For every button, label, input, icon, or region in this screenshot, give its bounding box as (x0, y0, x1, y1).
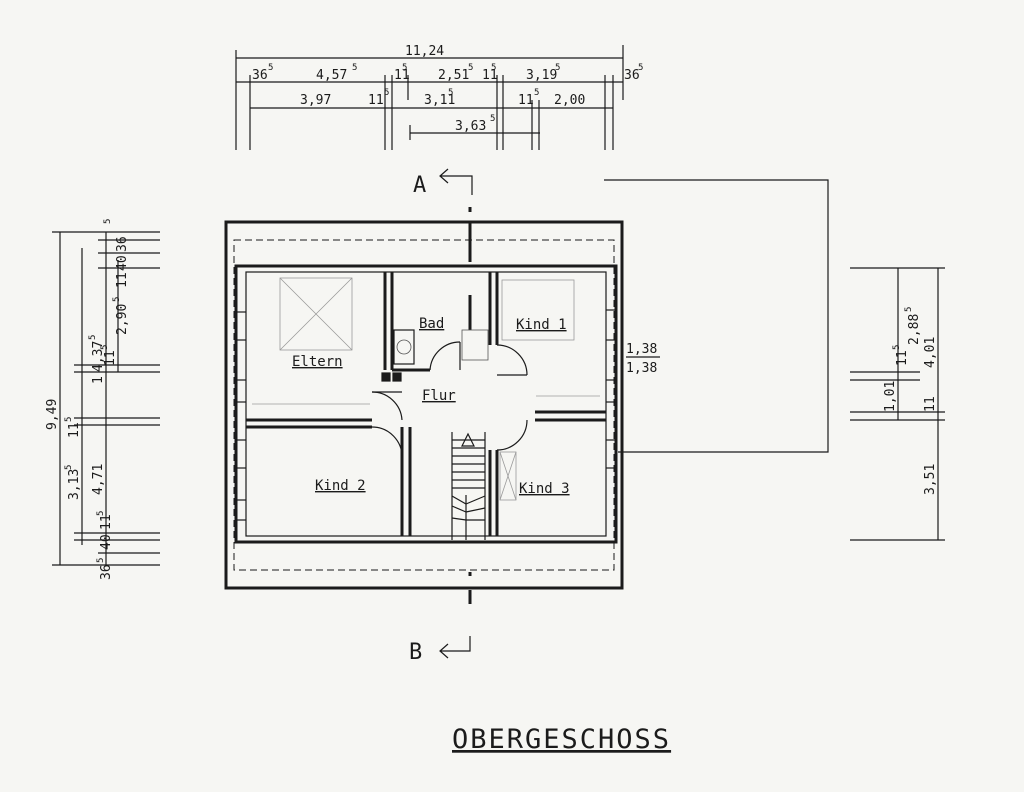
dim-right-c: 11 (895, 350, 910, 366)
door-swings (371, 341, 528, 459)
dim-top-r1-2: 11 (394, 68, 410, 83)
dim-left-d13: 36 (99, 564, 114, 580)
dim-left-d10-sup: 5 (103, 219, 113, 224)
dim-left-d7-sup: 5 (112, 297, 122, 302)
dim-left-d12-sup: 5 (96, 511, 106, 516)
dim-top-r2-2-sup: 5 (448, 88, 453, 98)
windows (236, 309, 616, 521)
roof-outline (224, 220, 624, 590)
dim-right-b: 2,88 (907, 314, 922, 345)
dim-right-a: 4,01 (923, 337, 938, 368)
dim-top-r1-6-sup: 5 (638, 63, 643, 73)
section-b-label: B (409, 640, 422, 665)
drawing-title: OBERGESCHOSS (452, 724, 671, 755)
dim-right-c-sup: 5 (892, 345, 902, 350)
dim-left-total: 9,49 (45, 399, 60, 430)
dim-right-f: 3,51 (923, 464, 938, 495)
dim-top-r2-3-sup: 5 (534, 88, 539, 98)
dim-left-d5: 1 (91, 376, 106, 384)
section-b-arrow (439, 636, 471, 659)
building: Eltern Bad Kind 1 Flur Kind 2 Kind 3 1,3… (224, 220, 660, 590)
dim-top-r1-4: 11 (482, 68, 498, 83)
dim-left-d9: 40 (115, 255, 130, 271)
room-label-kind2: Kind 2 (315, 478, 366, 494)
dim-top-r2-2: 3,11 (424, 93, 455, 108)
section-a-arrow (439, 168, 473, 195)
room-label-eltern: Eltern (292, 354, 343, 370)
dim-left-d12: 11 (99, 514, 114, 530)
outer-wall (234, 264, 618, 544)
dim-left-d7: 2,90 (115, 304, 130, 335)
annotation-top: 1,38 (626, 342, 657, 357)
dim-left-d3: 11 (67, 422, 82, 438)
dim-top-r3-sup: 5 (490, 114, 495, 124)
dim-left-d1-sup: 5 (64, 465, 74, 470)
dim-top-r1-0: 36 (252, 68, 268, 83)
bathroom-fixtures (381, 329, 489, 382)
staircase (451, 432, 486, 540)
dim-top-r1-2-sup: 5 (402, 63, 407, 73)
dim-right-b-sup: 5 (904, 307, 914, 312)
dim-left-d8: 11 (115, 272, 130, 288)
adjacent-building-outline (604, 179, 829, 453)
dim-left-d4: 4,37 (91, 341, 106, 372)
dim-top-r1-1: 4,57 (316, 68, 347, 83)
dim-left-d4-sup: 5 (88, 335, 98, 340)
dim-top-r1-5-sup: 5 (555, 63, 560, 73)
dim-left-d14: 5 (96, 558, 106, 563)
room-label-bad: Bad (419, 316, 444, 332)
dim-left-d6-sup: 5 (100, 345, 110, 350)
room-label-kind1: Kind 1 (516, 317, 567, 333)
left-dimensions: 9,49 3,13 5 4,71 11 5 4,37 5 1 11 5 2,90… (45, 219, 160, 580)
dim-top-r1-4-sup: 5 (491, 63, 496, 73)
section-a-label: A (413, 173, 426, 198)
top-dimensions: 11,24 36 5 4,57 5 11 5 2,51 5 11 5 3,19 … (235, 44, 643, 150)
dim-left-d6: 11 (103, 350, 118, 366)
dim-top-r1-5: 3,19 (526, 68, 557, 83)
dim-top-r2-3: 11 (518, 93, 534, 108)
annotation-bottom: 1,38 (626, 361, 657, 376)
dim-left-d2: 4,71 (91, 464, 106, 495)
dim-top-r3: 3,63 (455, 119, 486, 134)
dim-left-d11: 40 (99, 534, 114, 550)
dim-top-r1-3: 2,51 (438, 68, 469, 83)
dim-top-r2-1-sup: 5 (384, 88, 389, 98)
room-label-kind3: Kind 3 (519, 481, 570, 497)
right-dimensions: 4,01 2,88 5 11 5 1,01 11 3,51 (850, 267, 945, 541)
dim-top-r1-0-sup: 5 (268, 63, 273, 73)
dim-top-r2-0: 3,97 (300, 93, 331, 108)
room-label-flur: Flur (422, 388, 456, 404)
dim-right-d: 1,01 (883, 381, 898, 412)
dim-top-total: 11,24 (405, 44, 444, 59)
dim-right-e: 11 (923, 396, 938, 412)
dim-left-d10: 36 (115, 236, 130, 252)
dim-top-r1-1-sup: 5 (352, 63, 357, 73)
dim-top-r1-3-sup: 5 (468, 63, 473, 73)
inner-wall (245, 271, 607, 537)
dim-top-r2-1: 11 (368, 93, 384, 108)
dim-top-r1-6: 36 (624, 68, 640, 83)
dim-left-d3-sup: 5 (64, 417, 74, 422)
furniture-marks (252, 277, 600, 501)
dim-left-d1: 3,13 (67, 469, 82, 500)
interior-walls (246, 272, 606, 536)
roof-overhang (233, 239, 615, 571)
dim-top-r2-4: 2,00 (554, 93, 585, 108)
section-line: A B (409, 168, 473, 665)
